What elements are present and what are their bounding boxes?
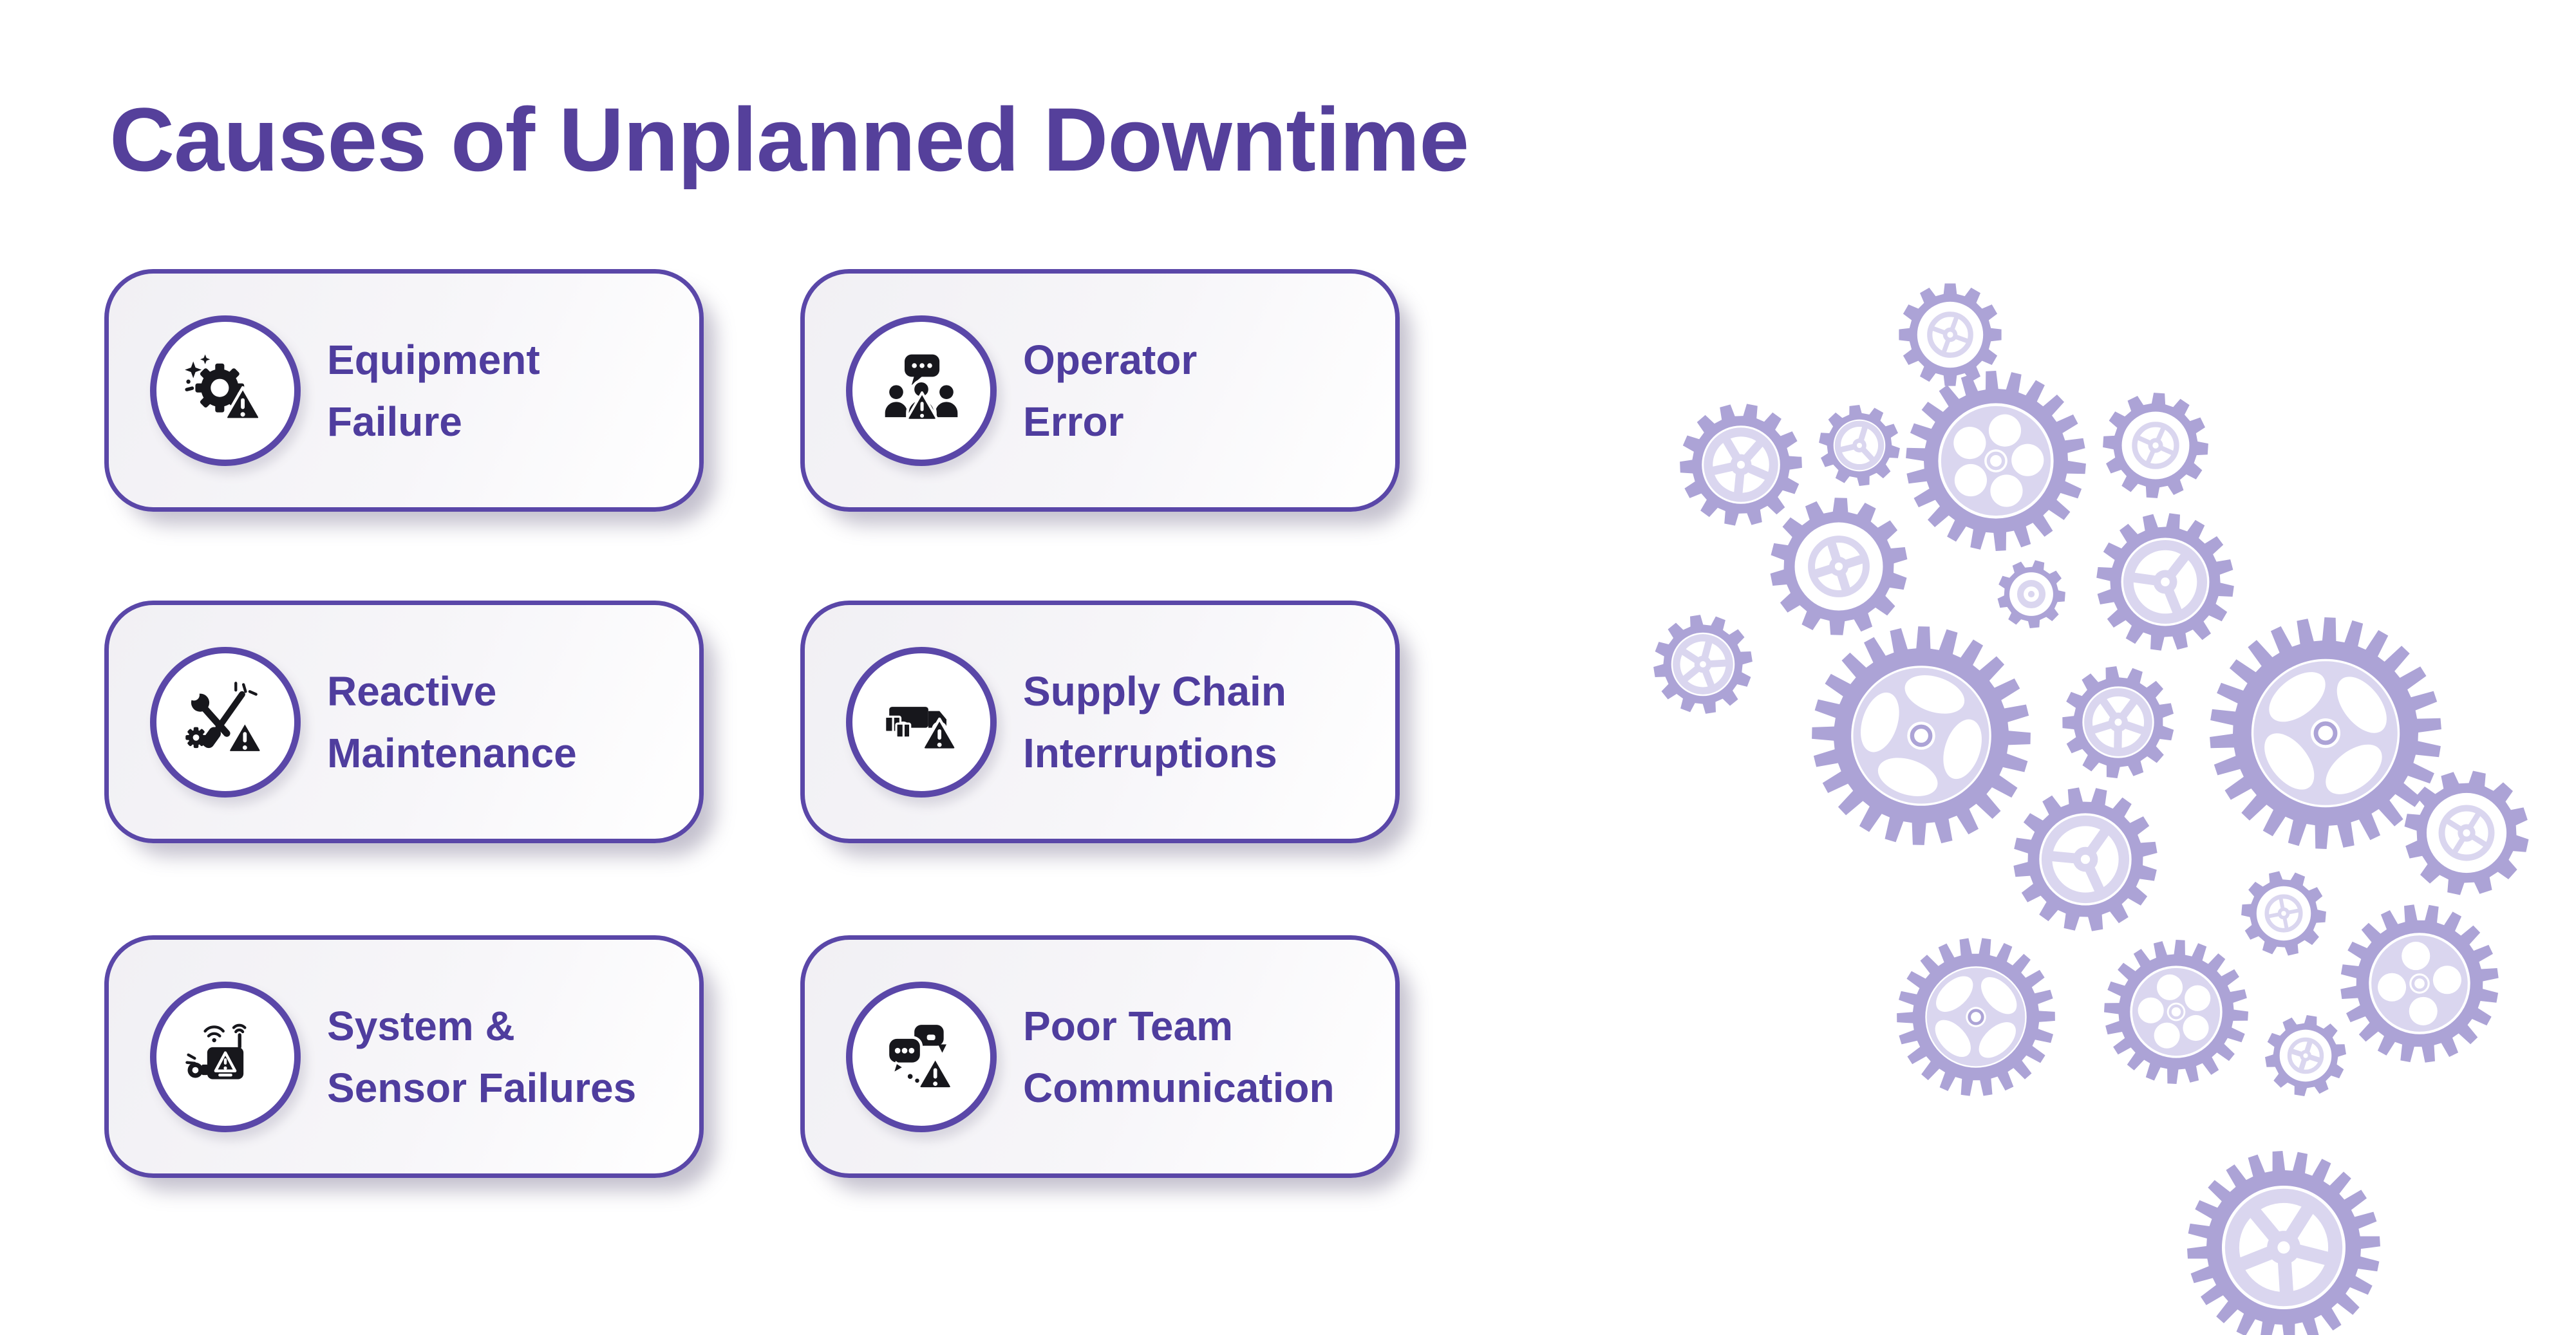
- card-label-line: Supply Chain: [1023, 668, 1286, 714]
- icon-badge: [846, 646, 997, 798]
- card-label-line: Reactive: [327, 668, 497, 714]
- card-label: Poor Team Communication: [1023, 995, 1335, 1119]
- icon-badge: [150, 315, 301, 466]
- team-communication-icon: [886, 1024, 963, 1099]
- card-operator-error: Operator Error: [800, 269, 1400, 512]
- reactive-maintenance-icon: [185, 681, 267, 764]
- card-label-line: Equipment: [327, 336, 540, 383]
- card-label: Operator Error: [1023, 329, 1197, 453]
- card-label-line: Failure: [327, 398, 462, 445]
- card-label: Reactive Maintenance: [327, 660, 577, 784]
- gear-cluster-graphic: [1653, 283, 2529, 1335]
- card-label: Equipment Failure: [327, 329, 540, 453]
- card-equipment-failure: Equipment Failure: [104, 269, 704, 512]
- card-label-line: Interruptions: [1023, 729, 1277, 776]
- card-label: System & Sensor Failures: [327, 995, 636, 1119]
- card-poor-team-communication: Poor Team Communication: [800, 935, 1400, 1178]
- card-supply-chain-interruptions: Supply Chain Interruptions: [800, 601, 1400, 843]
- system-sensor-icon: [185, 1023, 247, 1079]
- icon-badge: [150, 646, 301, 798]
- card-label-line: Poor Team: [1023, 1002, 1233, 1049]
- icon-badge: [846, 981, 997, 1132]
- card-label-line: Error: [1023, 398, 1124, 445]
- page-title: Causes of Unplanned Downtime: [109, 89, 1469, 190]
- equipment-failure-icon: [185, 354, 267, 433]
- icon-badge: [150, 981, 301, 1132]
- card-label-line: System &: [327, 1002, 515, 1049]
- card-label: Supply Chain Interruptions: [1023, 660, 1286, 784]
- card-reactive-maintenance: Reactive Maintenance: [104, 601, 704, 843]
- operator-error-icon: [885, 354, 958, 422]
- icon-badge: [846, 315, 997, 466]
- card-system-sensor-failures: System & Sensor Failures: [104, 935, 704, 1178]
- card-label-line: Sensor Failures: [327, 1064, 637, 1111]
- card-label-line: Communication: [1023, 1064, 1335, 1111]
- card-label-line: Operator: [1023, 336, 1198, 383]
- card-label-line: Maintenance: [327, 729, 577, 776]
- supply-chain-icon: [884, 706, 963, 764]
